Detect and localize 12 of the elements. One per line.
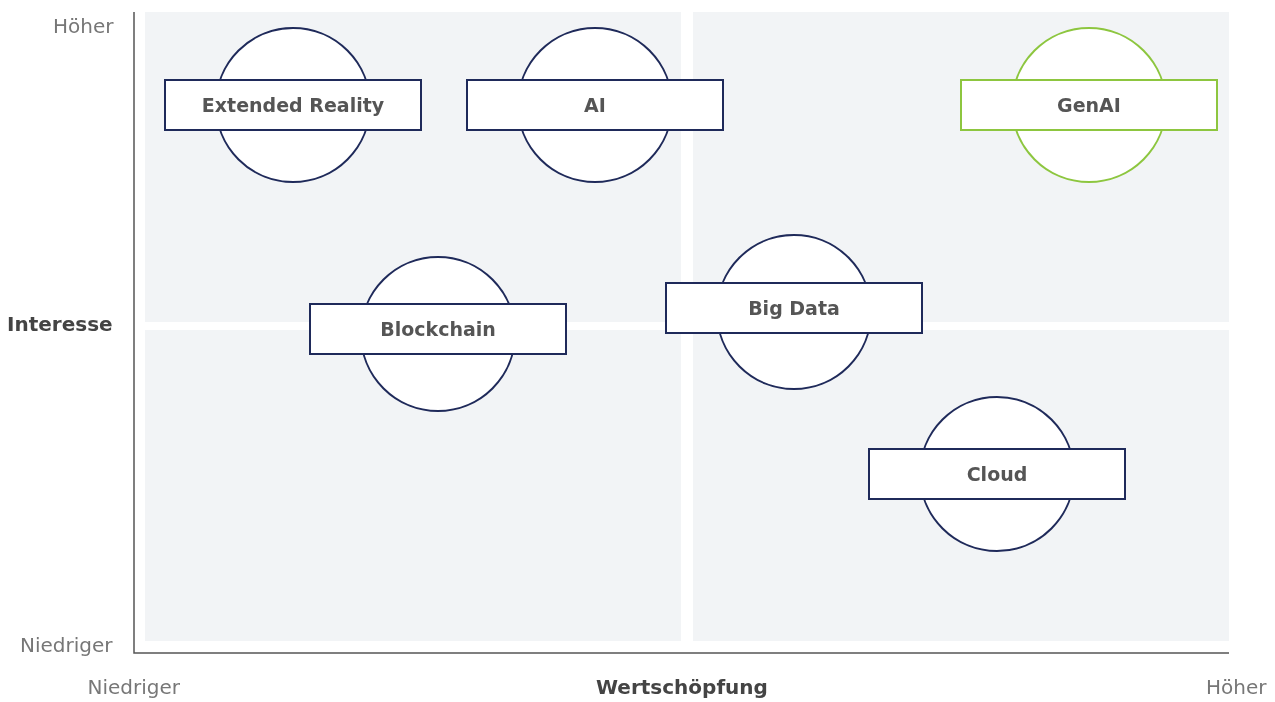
topic-label: AI [466,79,724,131]
topic-label: Extended Reality [164,79,422,131]
axis-title: Interesse [7,312,113,336]
axis-end-label: Niedriger [87,675,181,699]
axis-end-label: Höher [1206,675,1267,699]
axis-end-label: Niedriger [20,633,113,657]
topic-label: Big Data [665,282,923,334]
topic-label: GenAI [960,79,1218,131]
axis-title: Wertschöpfung [596,675,768,699]
topic-label: Blockchain [309,303,567,355]
axis-end-label: Höher [53,14,114,38]
topic-label: Cloud [868,448,1126,500]
